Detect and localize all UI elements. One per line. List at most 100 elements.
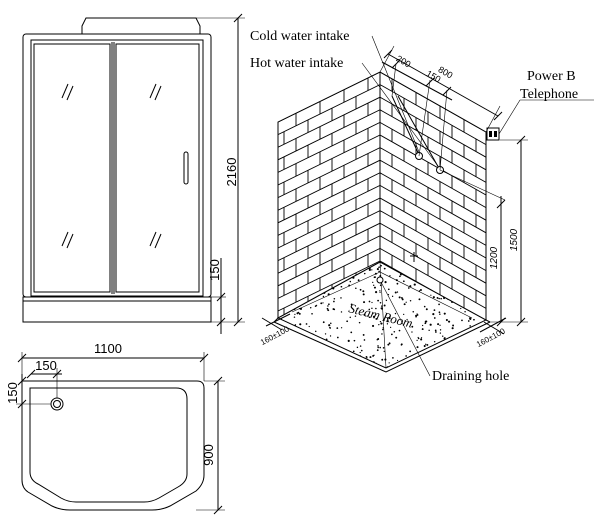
floor-speck: [314, 265, 316, 268]
floor-speck: [403, 303, 406, 306]
floor-speck: [436, 262, 438, 264]
floor-speck: [436, 360, 438, 363]
tile-joint: [278, 96, 380, 148]
floor-speck: [435, 345, 438, 347]
floor-speck: [483, 278, 486, 281]
floor-speck: [443, 312, 446, 315]
floor-speck: [310, 289, 312, 292]
floor-speck: [489, 283, 491, 285]
floor-speck: [327, 305, 329, 307]
floor-speck: [307, 332, 309, 335]
floor-speck: [418, 298, 421, 301]
floor-speck: [332, 287, 335, 290]
floor-speck: [421, 328, 424, 331]
floor-speck: [475, 352, 478, 355]
floor-speck: [384, 368, 385, 369]
floor-speck: [301, 339, 304, 342]
floor-speck: [474, 332, 476, 334]
floor-speck: [482, 360, 485, 363]
floor-speck: [486, 311, 488, 313]
floor-speck: [359, 288, 362, 291]
floor-speck: [469, 347, 471, 349]
floor-speck: [400, 297, 403, 299]
floor-speck: [394, 312, 397, 315]
floor-speck: [425, 343, 427, 345]
tile-joint: [278, 184, 380, 236]
floor-speck: [275, 281, 277, 283]
dim-1500: 1500: [509, 228, 520, 251]
floor-speck: [340, 285, 343, 288]
dim-drain-x-150: 150: [35, 358, 57, 373]
floor-speck: [293, 298, 295, 300]
floor-speck: [432, 296, 435, 299]
floor-speck: [383, 267, 386, 270]
floor-speck: [438, 311, 441, 314]
floor-speck: [387, 343, 390, 346]
floor-speck: [392, 357, 394, 359]
floor-speck: [377, 346, 379, 349]
floor-speck: [415, 314, 418, 317]
floor-speck: [359, 351, 361, 354]
floor-speck: [300, 272, 303, 274]
floor-speck: [467, 288, 469, 290]
floor-speck: [380, 264, 382, 267]
floor-speck: [416, 339, 418, 342]
floor-speck: [311, 354, 314, 357]
floor-speck: [372, 284, 375, 287]
floor-speck: [324, 333, 327, 335]
floor-speck: [485, 330, 486, 333]
floor-speck: [387, 288, 390, 291]
power-telephone-box: [486, 127, 500, 141]
floor-speck: [452, 324, 455, 327]
floor-speck: [469, 280, 472, 283]
floor-speck: [428, 329, 430, 332]
floor-speck: [304, 291, 307, 294]
floor-speck: [454, 364, 457, 366]
floor-speck: [322, 321, 325, 324]
door-handle: [183, 151, 189, 185]
floor-speck: [436, 269, 439, 272]
floor-speck: [322, 272, 326, 275]
floor-speck: [471, 280, 473, 283]
floor-speck: [430, 294, 432, 296]
floor-speck: [412, 271, 414, 273]
floor-speck: [472, 278, 475, 281]
drain-hole-iso: [376, 276, 384, 284]
floor-speck: [362, 333, 365, 336]
tile-joint: [380, 84, 486, 145]
floor-speck: [280, 306, 283, 309]
floor-speck: [363, 339, 366, 341]
floor-speck: [459, 348, 461, 350]
dim-right-floor: 160±100: [475, 326, 507, 349]
floor-speck: [395, 336, 398, 339]
floor-speck: [409, 300, 412, 302]
tile-joint: [278, 260, 380, 312]
floor-speck: [333, 300, 335, 303]
floor-speck: [301, 359, 303, 362]
floor-speck: [334, 275, 337, 278]
floor-speck: [308, 325, 310, 328]
floor-speck: [461, 355, 463, 357]
floor-speck: [373, 354, 375, 356]
floor-speck: [434, 331, 437, 333]
floor-speck: [475, 286, 478, 289]
floor-speck: [385, 299, 388, 302]
floor-speck: [406, 268, 408, 271]
floor-speck: [424, 322, 427, 325]
floor-speck: [379, 321, 382, 323]
floor-speck: [423, 344, 426, 348]
floor-speck: [375, 307, 377, 310]
floor-speck: [460, 307, 462, 310]
floor-speck: [308, 360, 311, 363]
floor-speck: [288, 285, 291, 288]
floor-speck: [390, 333, 393, 336]
floor-speck: [375, 291, 378, 294]
floor-speck: [394, 291, 397, 294]
floor-speck: [432, 288, 435, 291]
floor-speck: [409, 350, 412, 353]
floor-speck: [356, 362, 359, 364]
floor-speck: [279, 350, 281, 353]
floor-speck: [400, 344, 403, 346]
floor-speck: [290, 260, 292, 262]
tile-joint: [278, 134, 380, 186]
